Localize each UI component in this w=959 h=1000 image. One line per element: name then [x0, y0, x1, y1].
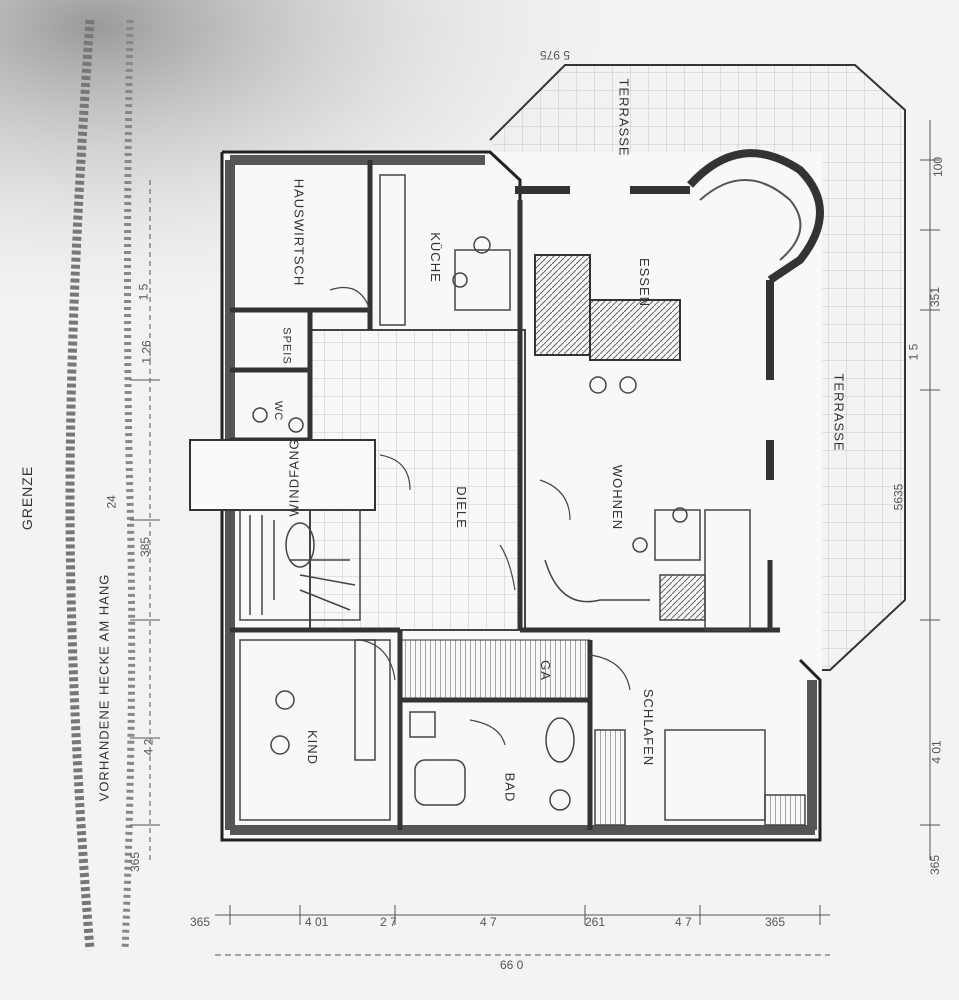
- dim-left-6: 4 2: [141, 738, 156, 756]
- room-bad: BAD: [502, 772, 518, 803]
- room-diele: DIELE: [453, 486, 469, 529]
- annotation-hecke: VORHANDENE HECKE AM HANG: [96, 573, 112, 802]
- dim-right-4: 5635: [891, 483, 906, 511]
- dim-left-2: 1 5: [136, 283, 151, 301]
- dim-left-3: 1 26: [139, 340, 154, 364]
- room-kind: KIND: [305, 729, 321, 766]
- room-schlafen: SCHLAFEN: [641, 688, 657, 767]
- dim-right-2: 351: [928, 286, 943, 308]
- dim-left-4: 24: [104, 495, 119, 509]
- living-furniture: [544, 376, 751, 631]
- dim-left-5: 385: [138, 536, 153, 558]
- dim-bottom-total: 66 0: [500, 958, 524, 972]
- dim-right-1: 100: [931, 156, 946, 178]
- hedge: [65, 19, 136, 951]
- dim-bottom-5: 261: [585, 915, 606, 929]
- annotation-grenze: GRENZE: [19, 465, 36, 531]
- room-windfang: WINDFANG: [286, 438, 302, 517]
- room-hauswirtsch: HAUSWIRTSCH: [291, 178, 307, 287]
- dimension-lines: [130, 120, 940, 956]
- stair: [239, 509, 361, 621]
- kind-furniture: [239, 639, 391, 821]
- dim-right-5: 4 01: [929, 740, 944, 764]
- room-wohnen: WOHNEN: [610, 464, 626, 531]
- dim-bottom-3: 2 7: [380, 915, 397, 929]
- room-essen: ESSEN: [637, 257, 653, 308]
- dim-bottom-7: 365: [765, 915, 786, 929]
- room-speis: SPEIS: [280, 327, 293, 365]
- bath-fixtures: [409, 711, 575, 811]
- bay-window: [687, 149, 824, 284]
- room-terrasse-top: TERRASSE: [616, 78, 632, 157]
- dim-bottom-6: 4 7: [675, 915, 692, 929]
- dim-left-1: 5 975: [540, 48, 571, 62]
- room-ga: GA: [537, 660, 553, 681]
- dim-right-6: 365: [928, 854, 943, 876]
- dim-bottom-4: 4 7: [480, 915, 497, 929]
- room-kueche: KÜCHE: [427, 232, 443, 283]
- kitchen-fixtures: [379, 174, 511, 326]
- door-swings: [329, 286, 631, 746]
- room-wc: WC: [272, 400, 285, 422]
- dim-left-7: 365: [128, 851, 143, 873]
- dim-bottom-1: 365: [190, 915, 211, 929]
- dim-bottom-2: 4 01: [305, 915, 329, 929]
- dim-right-3: 1 5: [906, 343, 921, 361]
- room-terrasse-right: TERRASSE: [831, 373, 847, 452]
- bedroom-furniture: [594, 729, 806, 826]
